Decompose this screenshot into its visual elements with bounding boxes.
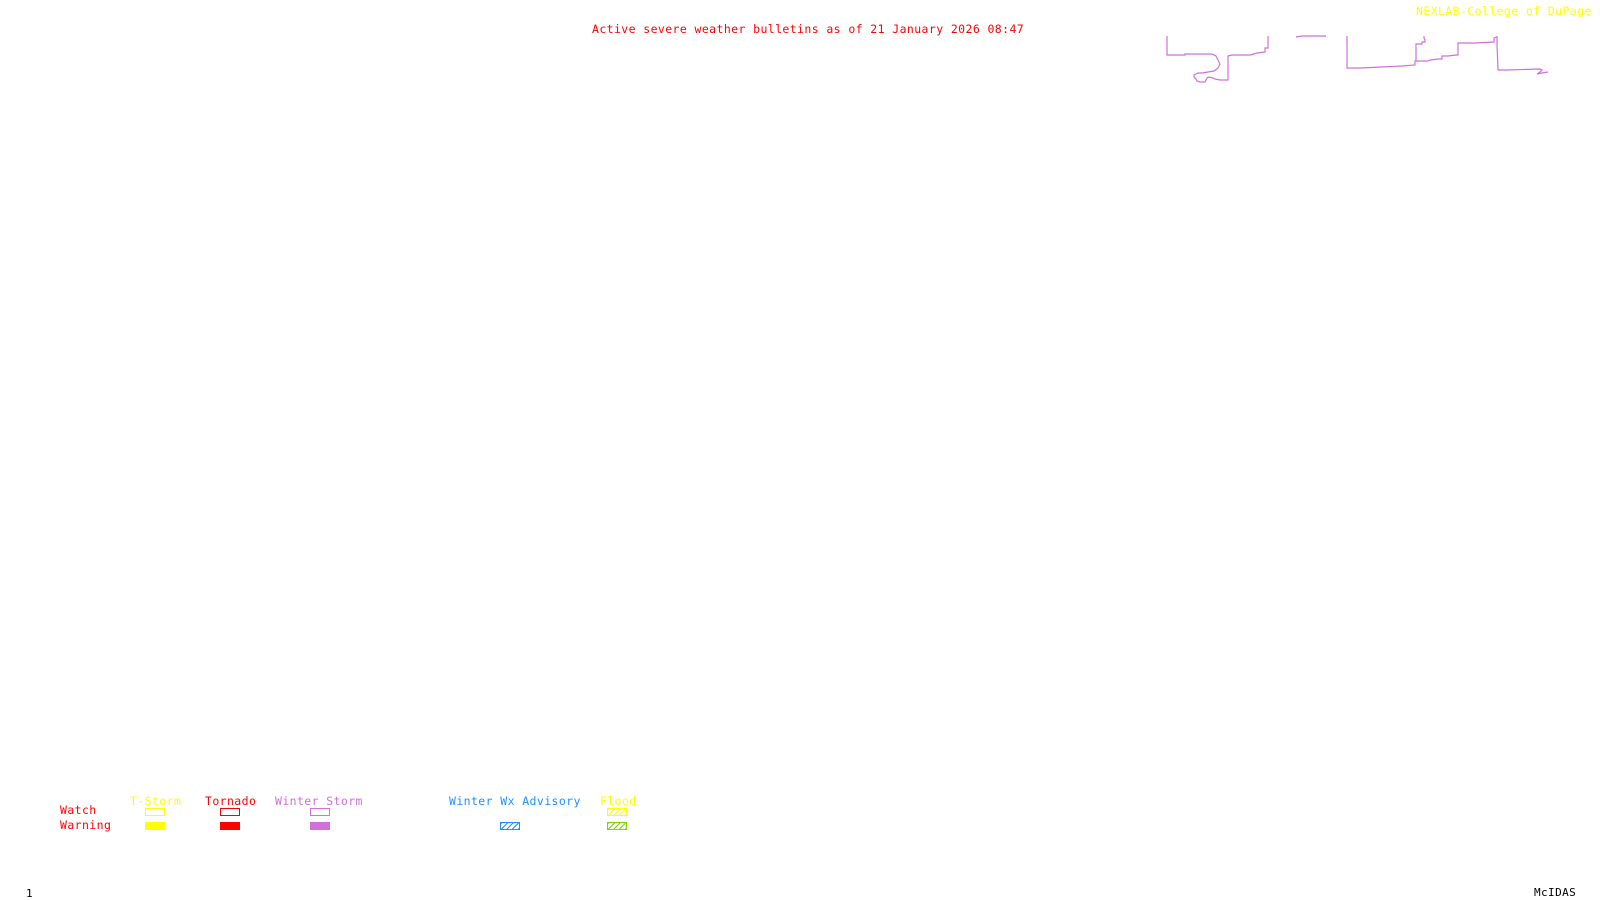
legend-swatch-tornado-watch [220,808,240,816]
boundary-segment-central-step [1416,36,1498,62]
credit-text: NEXLAB-College of DuPage [1416,4,1592,18]
map-title: Active severe weather bulletins as of 21… [592,22,1025,36]
legend-label-winter-storm: Winter Storm [275,794,363,808]
boundary-segment-east [1496,37,1549,75]
legend-label-flood: Flood [600,794,637,808]
legend-label-tstorm: T-Storm [130,794,182,808]
legend-swatch-flood-warning [607,822,627,830]
software-label: McIDAS [1534,886,1577,899]
boundary-segment-west [1166,36,1269,83]
boundary-segment-central [1346,36,1426,69]
legend-row-warning: Warning [60,818,112,832]
legend-swatch-flood-watch [607,808,627,816]
legend-swatch-winter-storm-warning [310,822,330,830]
legend-label-tornado: Tornado [205,794,257,808]
legend-swatch-winter-storm-watch [310,808,330,816]
legend-swatch-winter-wx-advisory [500,822,520,830]
legend-swatch-tstorm-warning [145,822,165,830]
frame-number: 1 [26,887,34,900]
legend-row-watch: Watch [60,803,97,817]
legend-swatch-tstorm-watch [145,808,165,816]
legend-label-winter-wx-advisory: Winter Wx Advisory [449,794,581,808]
boundary-lines [1166,35,1549,83]
legend-swatch-tornado-warning [220,822,240,830]
boundary-segment-mid-short [1295,35,1326,38]
